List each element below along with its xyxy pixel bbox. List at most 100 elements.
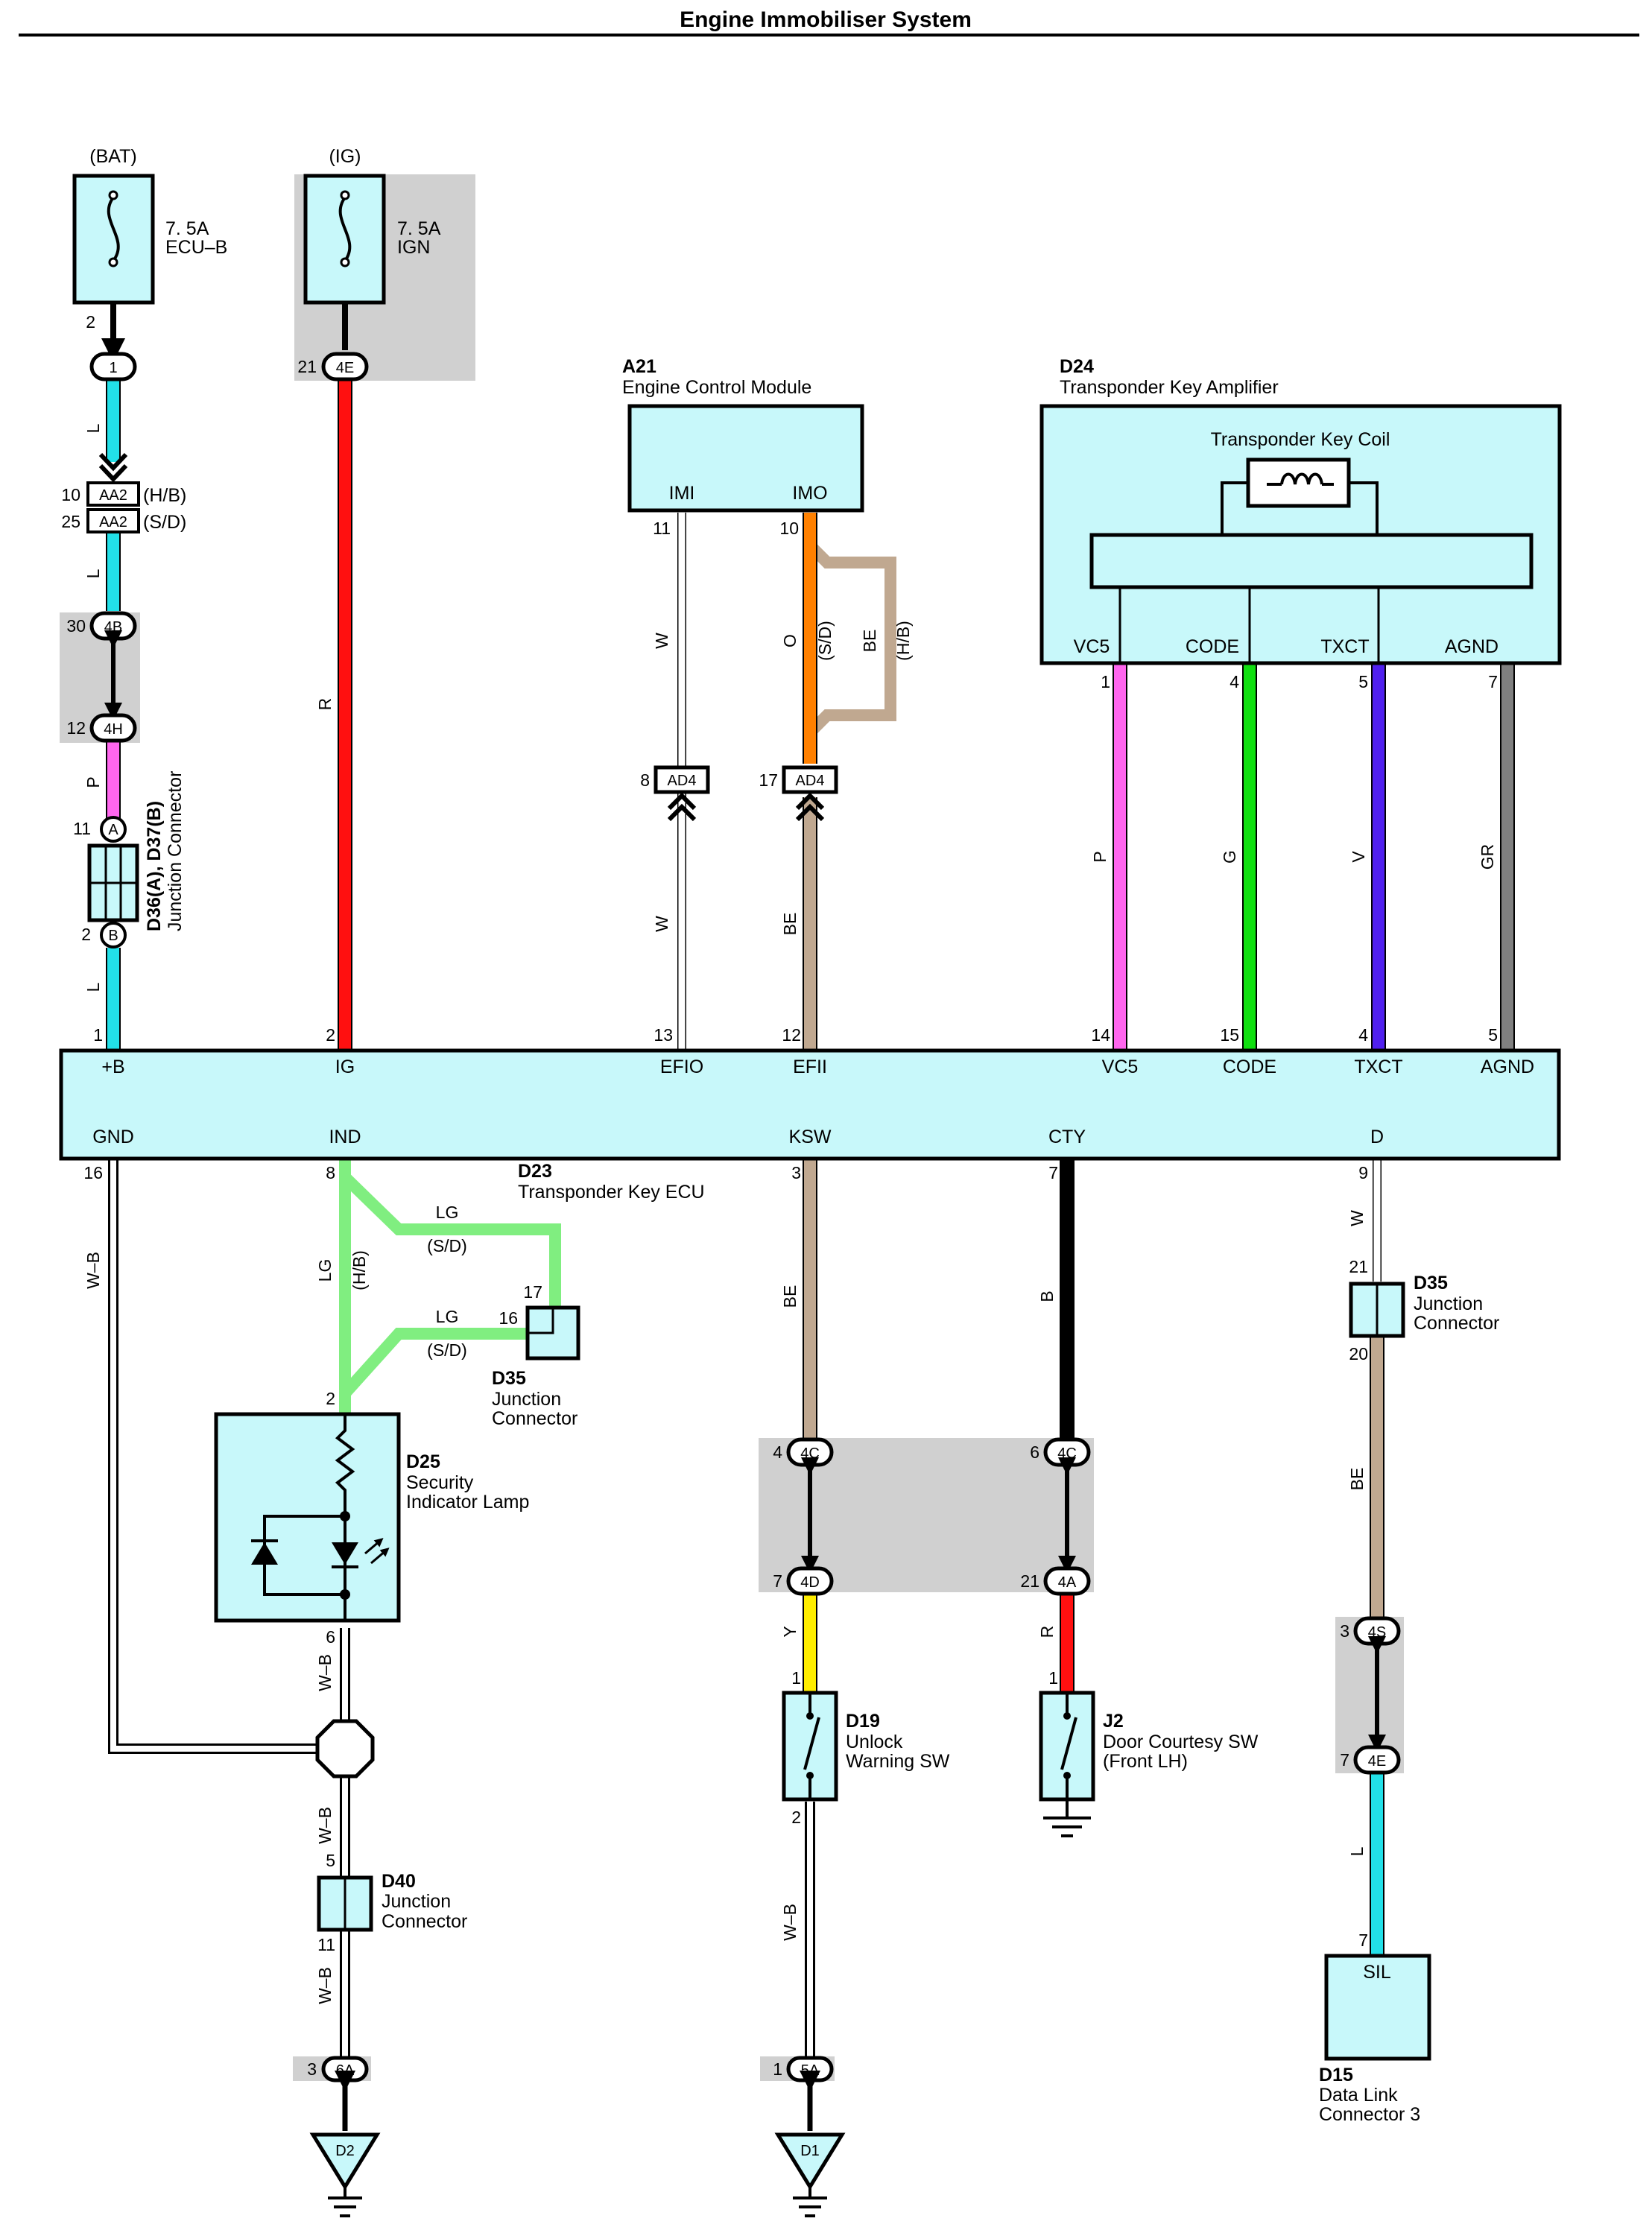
svg-text:AGND: AGND: [1481, 1057, 1534, 1077]
svg-text:(S/D): (S/D): [427, 1236, 467, 1255]
fuse-ign: (IG) 7. 5A IGN: [303, 146, 441, 350]
svg-text:A21: A21: [622, 356, 656, 377]
svg-text:L: L: [83, 568, 103, 578]
svg-text:(S/D): (S/D): [815, 621, 835, 661]
svg-text:17: 17: [759, 770, 778, 790]
svg-text:7. 5A: 7. 5A: [165, 218, 209, 239]
svg-text:B: B: [108, 928, 118, 944]
svg-text:D15: D15: [1319, 2065, 1353, 2085]
svg-text:4E: 4E: [336, 360, 354, 376]
svg-text:(S/D): (S/D): [427, 1340, 467, 1360]
transponder-key-ecu: +B IG EFIO EFII VC5 CODE TXCT AGND GND I…: [59, 1025, 1561, 1203]
svg-text:12: 12: [782, 1025, 801, 1045]
svg-text:IGN: IGN: [397, 237, 430, 258]
svg-text:4B: 4B: [104, 619, 122, 636]
svg-text:4C: 4C: [800, 1445, 820, 1462]
svg-text:3: 3: [1340, 1621, 1349, 1641]
svg-text:7: 7: [1488, 672, 1498, 691]
svg-text:21: 21: [1020, 1571, 1039, 1591]
svg-text:Transponder Key Coil: Transponder Key Coil: [1211, 429, 1390, 450]
connector-4b-4h: 4B 30 4H 12: [66, 611, 137, 743]
svg-text:8: 8: [640, 770, 650, 790]
svg-text:4H: 4H: [104, 721, 123, 738]
svg-text:30: 30: [66, 616, 86, 636]
svg-text:11: 11: [653, 519, 671, 538]
svg-text:LG: LG: [436, 1203, 459, 1222]
svg-text:LG: LG: [315, 1259, 335, 1282]
svg-text:Unlock: Unlock: [846, 1732, 903, 1752]
ig-label: (IG): [329, 146, 361, 167]
svg-text:R: R: [315, 698, 335, 711]
svg-text:Indicator Lamp: Indicator Lamp: [406, 1492, 529, 1513]
svg-text:CTY: CTY: [1048, 1127, 1086, 1147]
svg-text:4S: 4S: [1368, 1624, 1386, 1641]
svg-text:BE: BE: [780, 1285, 800, 1308]
svg-text:Door Courtesy SW: Door Courtesy SW: [1103, 1732, 1259, 1752]
svg-text:W–B: W–B: [315, 1807, 335, 1844]
svg-text:1: 1: [1101, 672, 1110, 691]
svg-text:Security: Security: [406, 1472, 474, 1493]
svg-text:5: 5: [326, 1851, 335, 1870]
transponder-key-amplifier: D24 Transponder Key Amplifier Transponde…: [1039, 356, 1562, 691]
svg-text:13: 13: [653, 1025, 673, 1045]
svg-text:1: 1: [791, 1668, 801, 1688]
svg-text:7: 7: [1048, 1163, 1058, 1182]
engine-control-module: A21 Engine Control Module IMI IMO 11 10: [622, 356, 864, 538]
wire-imo: [803, 513, 896, 1051]
svg-text:11: 11: [317, 1935, 335, 1954]
svg-text:10: 10: [61, 485, 80, 504]
connector-4s-4e: 4S 3 4E 7: [1340, 1616, 1401, 1775]
svg-text:(S/D): (S/D): [143, 512, 186, 533]
svg-text:17: 17: [523, 1282, 542, 1302]
svg-text:2: 2: [326, 1025, 335, 1045]
svg-text:W–B: W–B: [315, 1967, 335, 2004]
svg-text:4D: 4D: [800, 1574, 820, 1591]
svg-text:25: 25: [61, 512, 80, 531]
ground-point-d2: 6A 3 D2: [307, 2056, 381, 2217]
svg-text:Junction: Junction: [1414, 1293, 1483, 1314]
svg-text:W: W: [652, 916, 671, 932]
svg-text:TXCT: TXCT: [1320, 636, 1369, 657]
svg-text:GR: GR: [1478, 844, 1497, 870]
svg-text:IG: IG: [335, 1057, 355, 1077]
svg-text:Junction: Junction: [382, 1891, 451, 1912]
junction-connector-d35-left: 17 16 D35 Junction Connector: [492, 1282, 580, 1429]
svg-text:Junction Connector: Junction Connector: [165, 771, 186, 931]
svg-text:2: 2: [326, 1389, 335, 1408]
svg-text:L: L: [83, 982, 103, 992]
svg-text:CODE: CODE: [1223, 1057, 1276, 1077]
svg-text:7: 7: [773, 1571, 782, 1591]
connector-1: 1: [89, 352, 137, 381]
connector-4c-4d: 4C 4 4D 7: [773, 1437, 834, 1596]
svg-text:15: 15: [1220, 1025, 1239, 1045]
svg-text:2: 2: [86, 312, 95, 332]
svg-text:10: 10: [779, 519, 799, 538]
svg-text:4: 4: [1358, 1025, 1368, 1045]
svg-text:5: 5: [1358, 672, 1368, 691]
svg-text:A: A: [108, 822, 118, 838]
svg-text:1: 1: [93, 1025, 103, 1045]
svg-text:W: W: [1347, 1210, 1367, 1226]
svg-text:6: 6: [326, 1627, 335, 1647]
svg-text:7. 5A: 7. 5A: [397, 218, 441, 239]
svg-text:TXCT: TXCT: [1354, 1057, 1402, 1077]
svg-text:9: 9: [1358, 1163, 1368, 1182]
svg-text:D23: D23: [518, 1161, 552, 1182]
svg-text:R: R: [1037, 1626, 1057, 1638]
svg-text:LG: LG: [436, 1307, 459, 1326]
svg-text:D24: D24: [1060, 356, 1094, 377]
svg-text:(H/B): (H/B): [893, 621, 913, 661]
svg-text:GND: GND: [92, 1127, 134, 1147]
svg-text:CODE: CODE: [1186, 636, 1239, 657]
wire-ind: [339, 1159, 561, 1416]
svg-text:3: 3: [791, 1163, 801, 1182]
wire-gnd: [108, 1159, 350, 2060]
bat-label: (BAT): [89, 146, 136, 167]
svg-text:D35: D35: [1414, 1273, 1448, 1293]
svg-text:D2: D2: [335, 2143, 355, 2159]
svg-text:20: 20: [1349, 1344, 1368, 1363]
svg-text:1: 1: [773, 2059, 782, 2079]
svg-text:AD4: AD4: [668, 773, 697, 789]
svg-text:IMO: IMO: [792, 483, 827, 504]
svg-text:D25: D25: [406, 1451, 440, 1472]
